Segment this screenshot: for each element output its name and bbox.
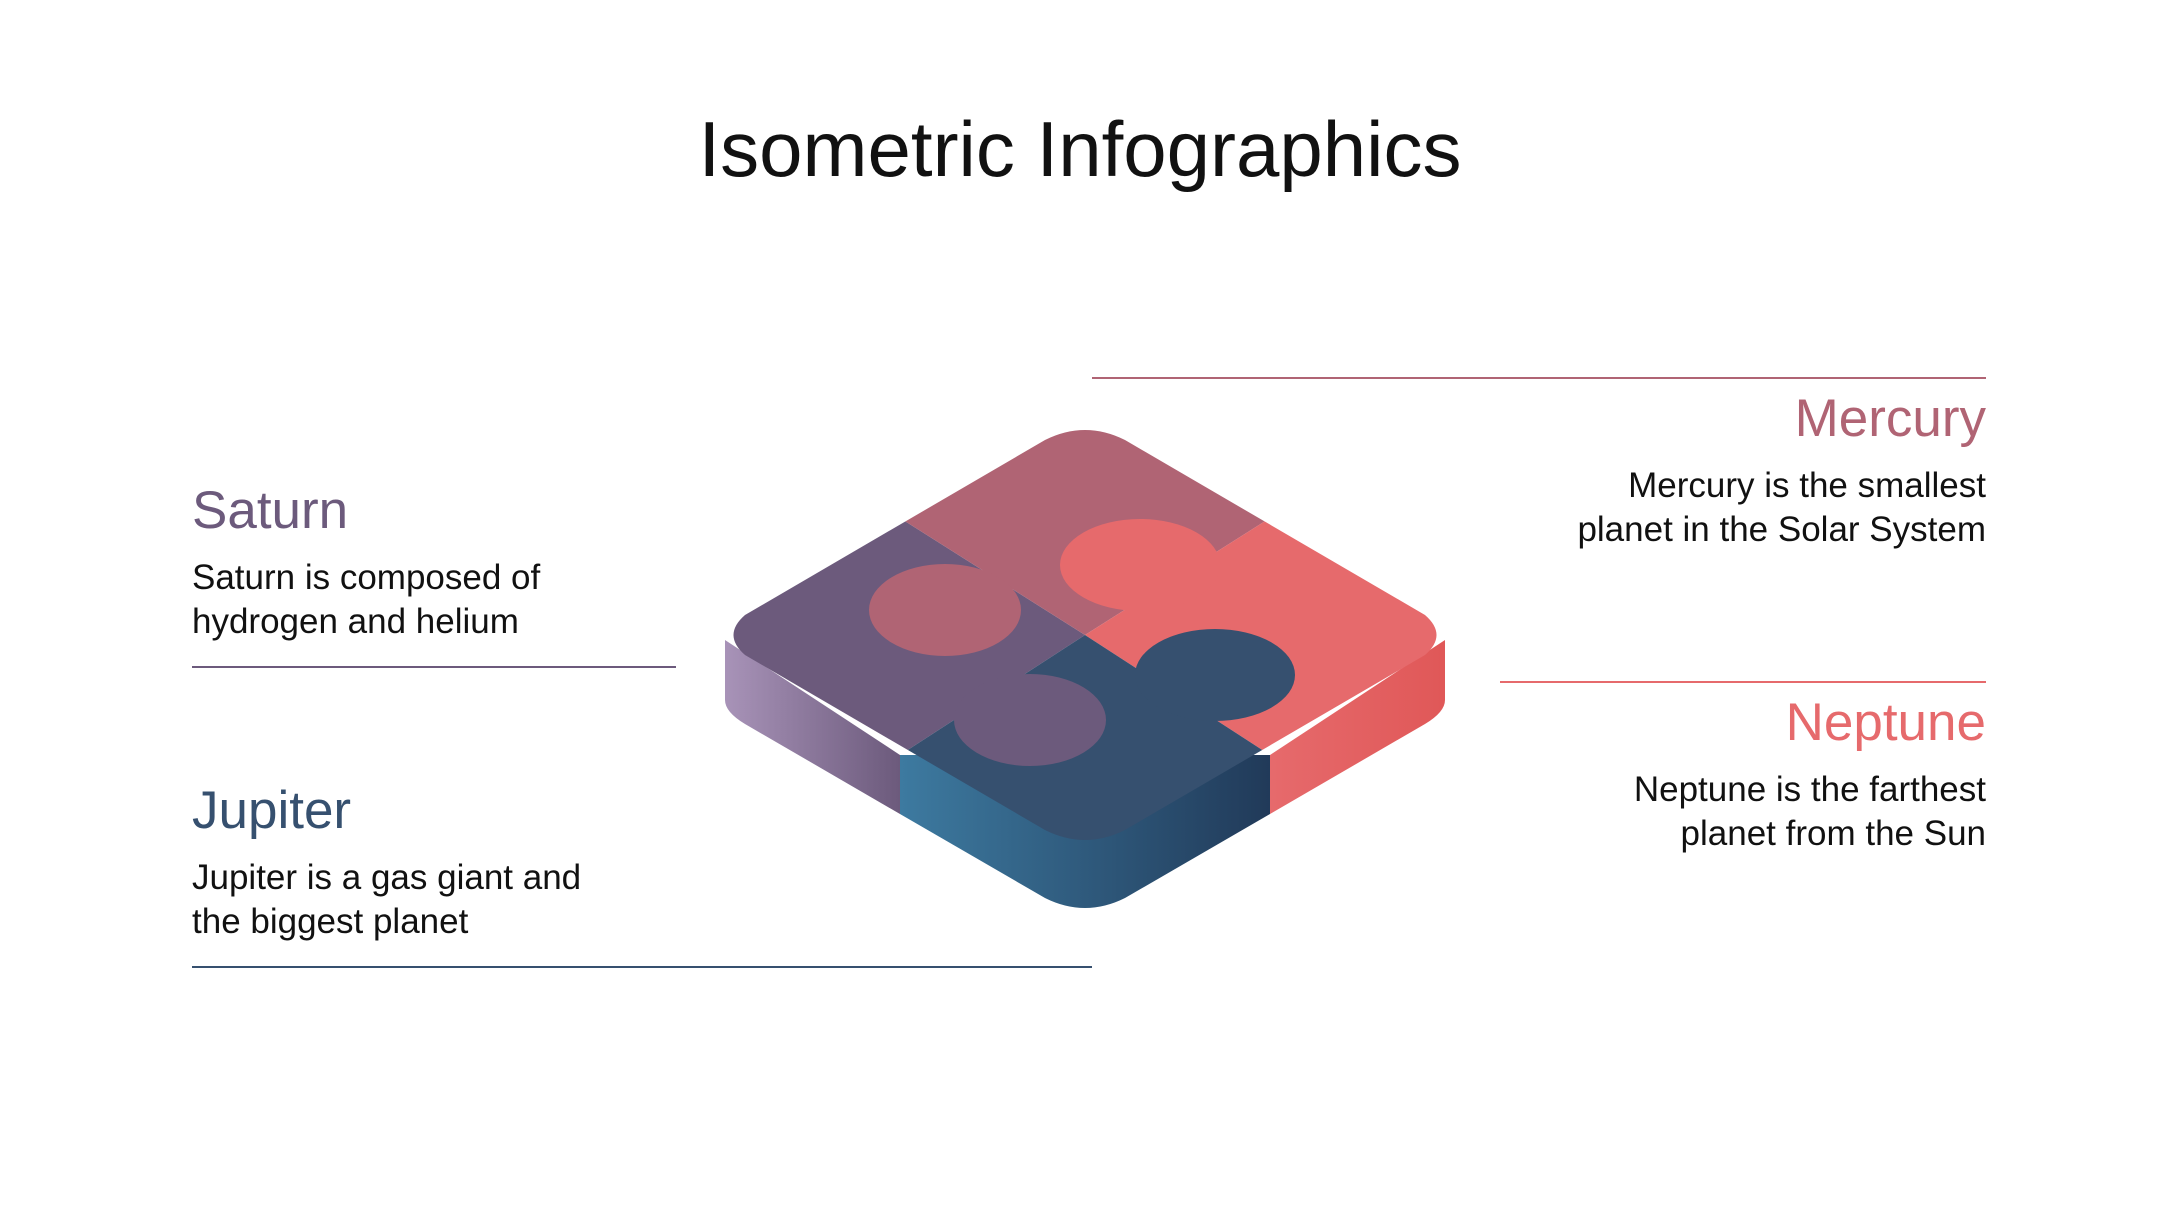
- jupiter-knob: [1135, 629, 1295, 721]
- jupiter-block: Jupiter Jupiter is a gas giant and the b…: [192, 781, 792, 944]
- right-side-face: [1270, 640, 1445, 814]
- neptune-block: Neptune Neptune is the farthest planet f…: [1386, 693, 1986, 856]
- mercury-divider: [1092, 377, 1986, 379]
- neptune-knob: [1060, 519, 1220, 611]
- page-title: Isometric Infographics: [698, 105, 1462, 193]
- mercury-block: Mercury Mercury is the smallest planet i…: [1386, 389, 1986, 552]
- jupiter-divider: [192, 966, 1092, 968]
- jupiter-heading: Jupiter: [192, 781, 352, 840]
- saturn-heading: Saturn: [192, 481, 349, 540]
- saturn-knob: [954, 674, 1106, 766]
- mercury-description: Mercury is the smallest planet in the So…: [1577, 466, 1986, 550]
- neptune-heading: Neptune: [1785, 693, 1986, 752]
- mercury-heading: Mercury: [1794, 389, 1986, 448]
- neptune-description: Neptune is the farthest planet from the …: [1633, 770, 1986, 854]
- left-side-face: [725, 640, 900, 814]
- saturn-divider: [192, 666, 676, 668]
- jupiter-description: Jupiter is a gas giant and the biggest p…: [192, 858, 582, 942]
- neptune-divider: [1500, 681, 1986, 683]
- saturn-description: Saturn is composed of hydrogen and heliu…: [192, 558, 541, 642]
- saturn-block: Saturn Saturn is composed of hydrogen an…: [192, 481, 732, 644]
- mercury-knob: [869, 564, 1021, 656]
